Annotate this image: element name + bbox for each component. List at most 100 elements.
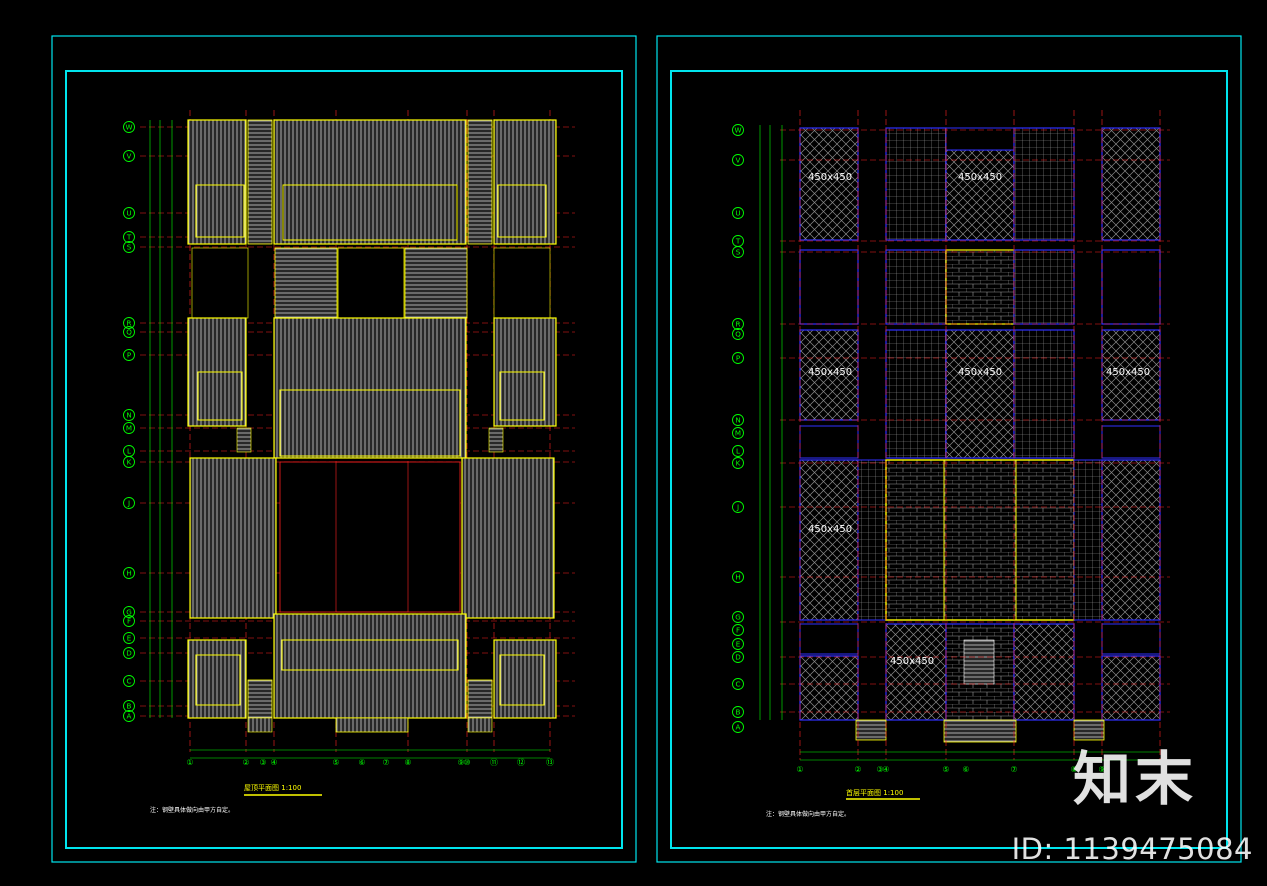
axis-bubble-row-W: W bbox=[123, 121, 135, 133]
svg-text:E: E bbox=[127, 633, 132, 642]
svg-text:K: K bbox=[127, 457, 132, 466]
axis-bubble-row-U: U bbox=[732, 207, 744, 219]
axis-bubble-row-G: G bbox=[123, 606, 135, 618]
svg-text:Q: Q bbox=[126, 327, 132, 336]
svg-text:V: V bbox=[127, 151, 132, 160]
axis-bubble-row-W: W bbox=[732, 124, 744, 136]
axis-bubble-row-A: A bbox=[123, 710, 135, 722]
svg-text:M: M bbox=[126, 423, 132, 432]
axis-bubble-row-D: D bbox=[732, 651, 744, 663]
svg-text:M: M bbox=[735, 428, 741, 437]
axis-col-label: ⑬ bbox=[546, 758, 554, 767]
roof-block-sw bbox=[187, 639, 247, 719]
roof-block-east-wing bbox=[461, 457, 555, 619]
axis-col-label: ⑧ bbox=[404, 758, 411, 767]
svg-text:450x450: 450x450 bbox=[958, 367, 1002, 378]
axis-col-label: ② bbox=[242, 758, 249, 767]
axis-bubble-row-L: L bbox=[123, 445, 135, 457]
svg-text:V: V bbox=[736, 155, 741, 164]
axis-bubble-row-Q: Q bbox=[732, 328, 744, 340]
axis-col-label: ⑪ bbox=[490, 758, 498, 767]
axis-bubble-row-C: C bbox=[123, 675, 135, 687]
axis-bubble-row-L: L bbox=[732, 445, 744, 457]
axis-bubble-row-T: T bbox=[123, 231, 135, 243]
left-outer-frame bbox=[51, 35, 637, 863]
left-sheet-note: 注：钢壁具体做向由甲方自定。 bbox=[150, 806, 234, 814]
svg-text:P: P bbox=[736, 353, 741, 362]
axis-bubble-row-D: D bbox=[123, 647, 135, 659]
axis-col-label: ⑦ bbox=[1010, 765, 1017, 774]
svg-text:Q: Q bbox=[735, 329, 741, 338]
left-dimension-lines bbox=[149, 120, 550, 759]
svg-text:C: C bbox=[127, 676, 132, 685]
axis-bubble-row-K: K bbox=[123, 456, 135, 468]
axis-col-label: ① bbox=[796, 765, 803, 774]
axis-bubble-row-J: J bbox=[732, 501, 744, 513]
svg-text:U: U bbox=[126, 208, 131, 217]
roof-block-west-wing bbox=[189, 457, 277, 619]
axis-bubble-row-A: A bbox=[732, 721, 744, 733]
axis-bubble-row-E: E bbox=[123, 632, 135, 644]
axis-col-label: ⑨ bbox=[457, 758, 464, 767]
roof-block-north bbox=[273, 119, 467, 245]
axis-bubble-row-S: S bbox=[123, 241, 135, 253]
roof-block-ne bbox=[493, 119, 557, 245]
svg-text:J: J bbox=[736, 502, 739, 511]
axis-col-label: ③ bbox=[259, 758, 266, 767]
watermark-logo: 知末 bbox=[1072, 745, 1197, 813]
svg-text:R: R bbox=[127, 318, 132, 327]
axis-bubble-row-R: R bbox=[123, 317, 135, 329]
svg-text:R: R bbox=[736, 319, 741, 328]
axis-bubble-row-B: B bbox=[123, 700, 135, 712]
axis-col-label: ⑤ bbox=[942, 765, 949, 774]
axis-bubble-row-S: S bbox=[732, 246, 744, 258]
axis-bubble-row-F: F bbox=[123, 615, 135, 627]
svg-text:U: U bbox=[735, 208, 740, 217]
axis-col-label: ⑦ bbox=[382, 758, 389, 767]
svg-text:D: D bbox=[126, 648, 132, 657]
roof-block-south bbox=[273, 613, 467, 719]
svg-text:450x450: 450x450 bbox=[958, 172, 1002, 183]
svg-text:K: K bbox=[736, 458, 741, 467]
svg-text:H: H bbox=[735, 572, 740, 581]
courtyard-opening-north bbox=[337, 247, 405, 319]
svg-text:L: L bbox=[736, 446, 740, 455]
axis-col-label: ⑥ bbox=[358, 758, 365, 767]
axis-col-label: ① bbox=[186, 758, 193, 767]
axis-bubble-row-M: M bbox=[732, 427, 744, 439]
axis-bubble-row-N: N bbox=[732, 414, 744, 426]
axis-bubble-row-C: C bbox=[732, 678, 744, 690]
svg-text:450x450: 450x450 bbox=[1106, 367, 1150, 378]
axis-col-label: ⑨ bbox=[1098, 765, 1105, 774]
svg-text:H: H bbox=[126, 568, 131, 577]
axis-col-label: ② bbox=[854, 765, 861, 774]
axis-bubble-row-E: E bbox=[732, 638, 744, 650]
right-outer-frame bbox=[656, 35, 1242, 863]
right-floor-plan bbox=[799, 127, 1161, 743]
axis-bubble-row-V: V bbox=[123, 150, 135, 162]
axis-col-label: ③ bbox=[876, 765, 883, 774]
axis-bubble-row-F: F bbox=[732, 624, 744, 636]
svg-text:F: F bbox=[736, 625, 740, 634]
right-dimension-lines bbox=[759, 125, 1160, 761]
svg-text:450x450: 450x450 bbox=[808, 367, 852, 378]
axis-bubble-row-N: N bbox=[123, 409, 135, 421]
svg-text:A: A bbox=[736, 722, 741, 731]
svg-text:T: T bbox=[735, 236, 741, 245]
svg-text:450x450: 450x450 bbox=[808, 524, 852, 535]
svg-text:N: N bbox=[126, 410, 131, 419]
svg-text:C: C bbox=[736, 679, 741, 688]
svg-text:D: D bbox=[735, 652, 741, 661]
axis-bubble-row-H: H bbox=[732, 571, 744, 583]
axis-col-label: ⑩ bbox=[463, 758, 470, 767]
svg-text:J: J bbox=[127, 498, 130, 507]
right-inner-frame bbox=[670, 70, 1228, 849]
svg-text:B: B bbox=[127, 701, 132, 710]
axis-bubble-row-B: B bbox=[732, 706, 744, 718]
roof-block-se bbox=[493, 639, 557, 719]
svg-text:T: T bbox=[126, 232, 132, 241]
svg-text:450x450: 450x450 bbox=[890, 656, 934, 667]
central-courtyard bbox=[279, 461, 461, 613]
